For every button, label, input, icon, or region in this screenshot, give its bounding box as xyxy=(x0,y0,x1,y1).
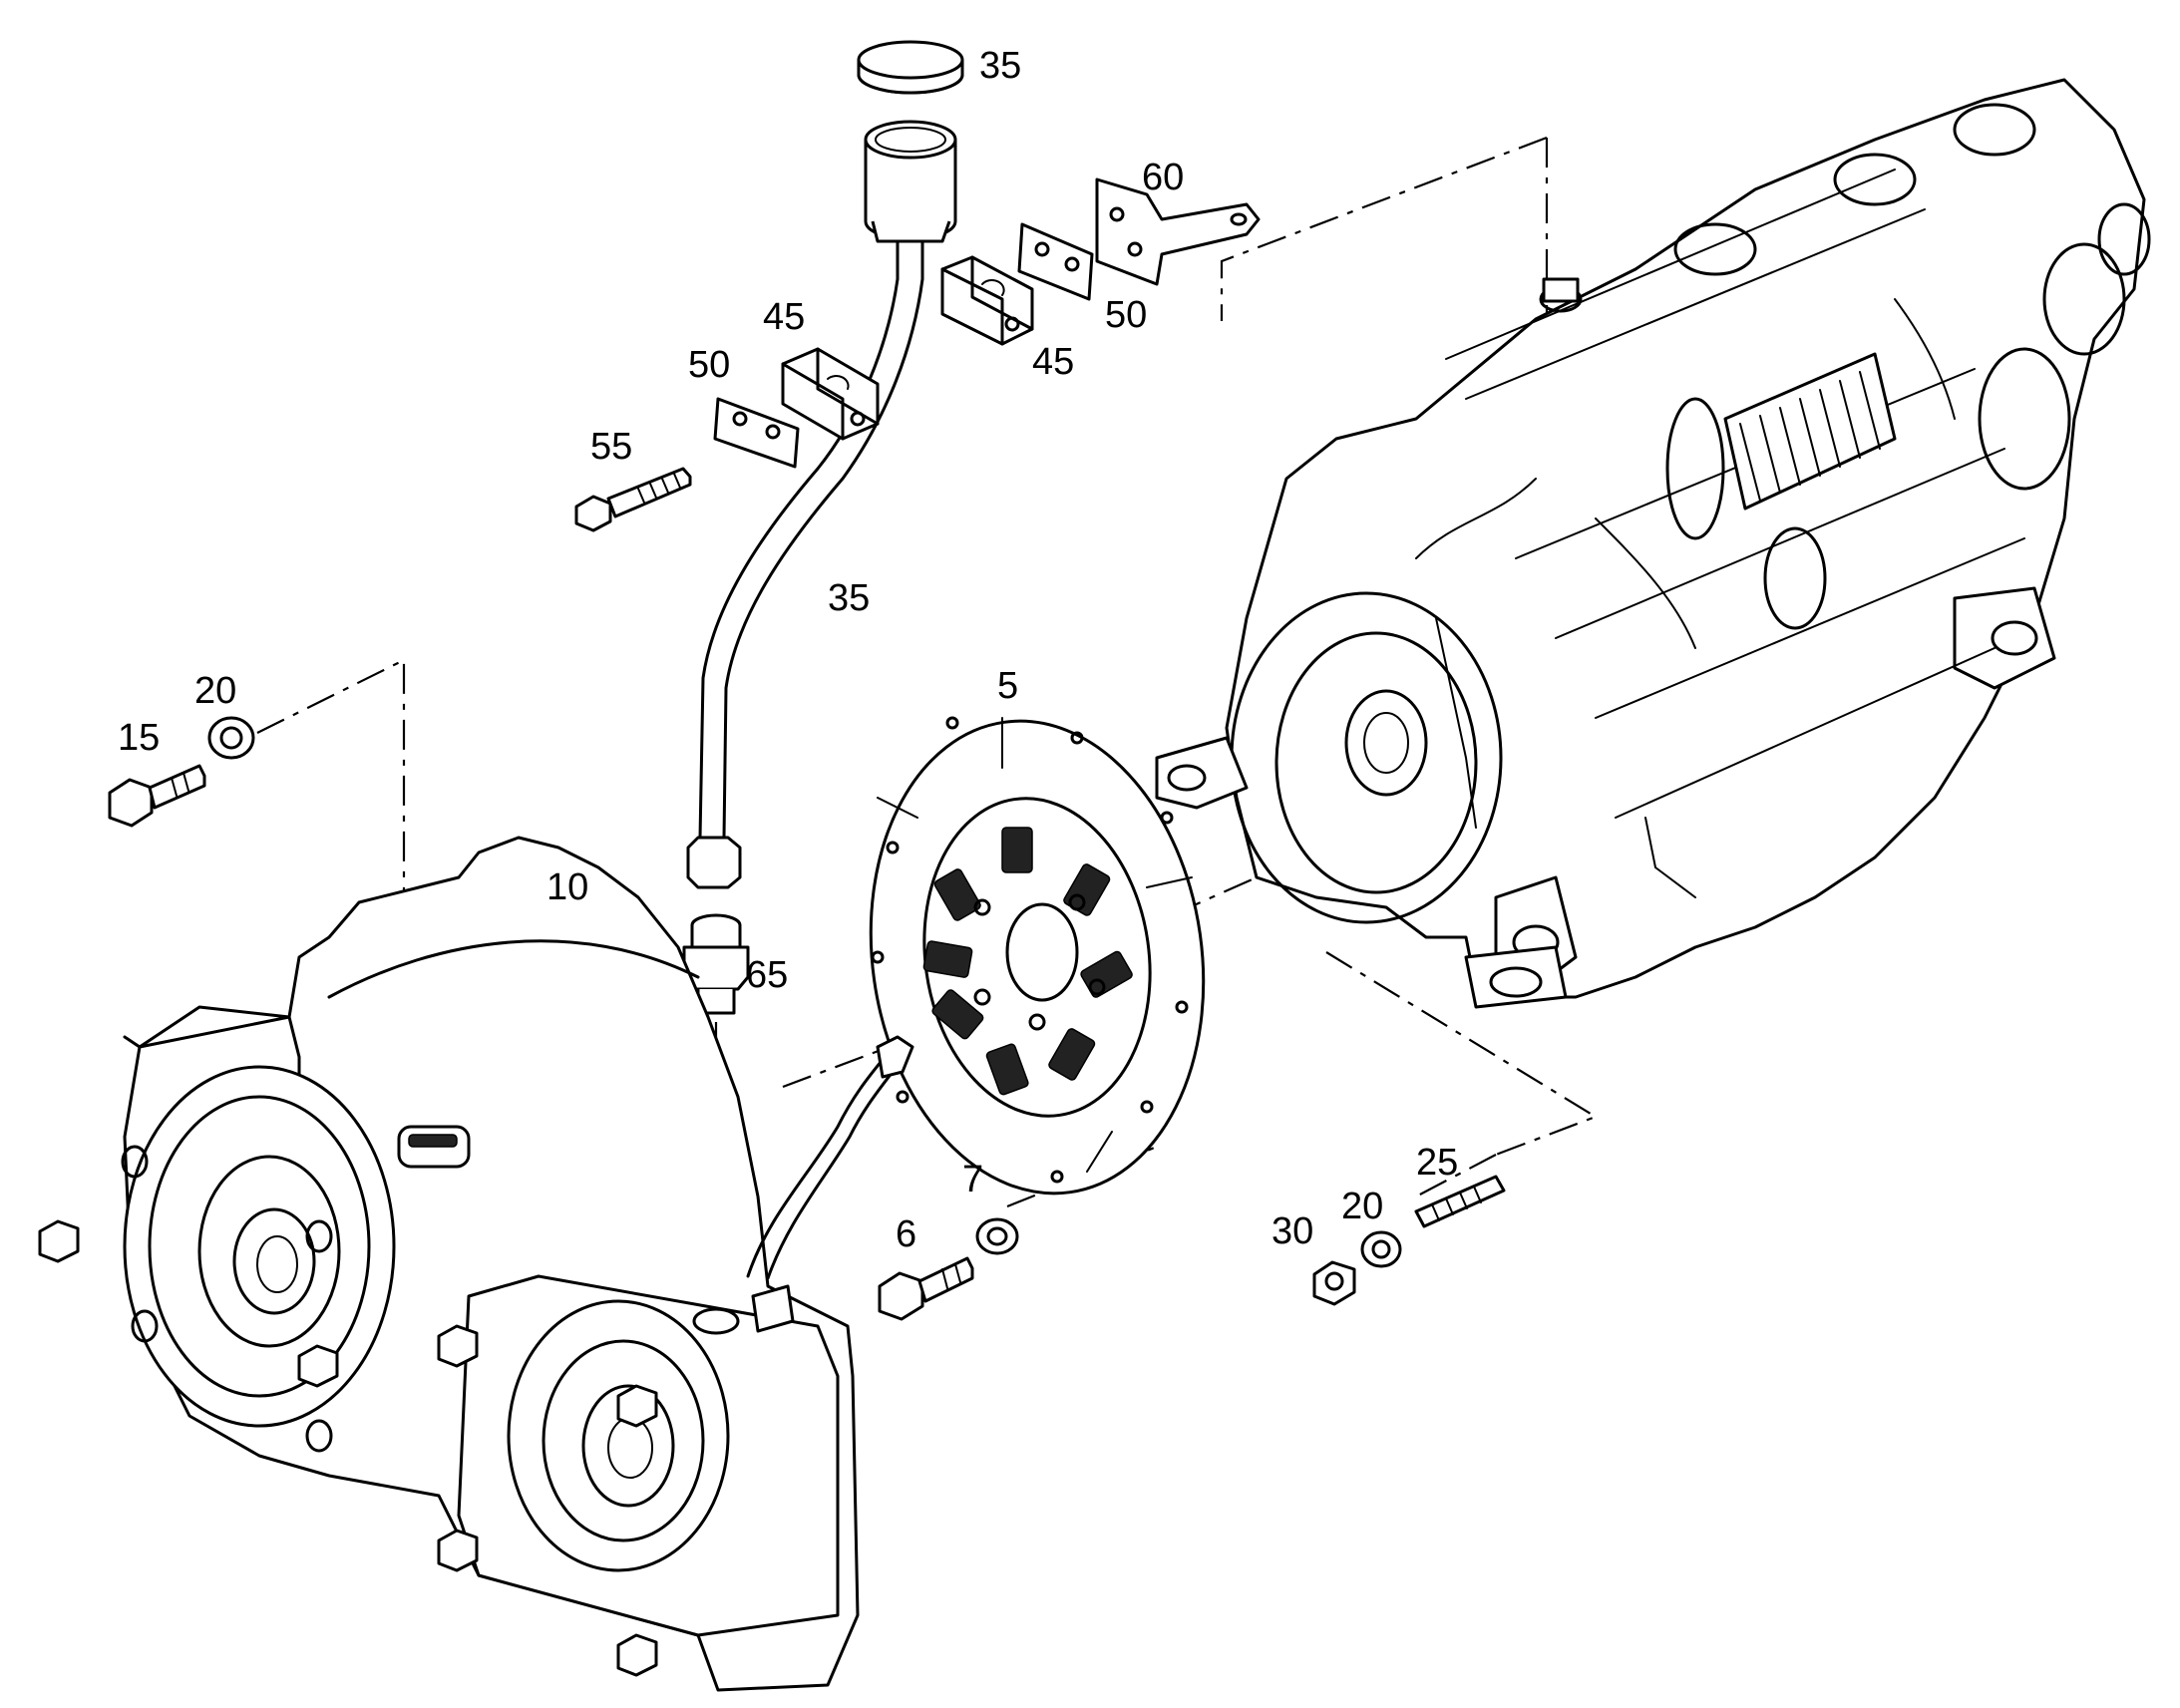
callout-spacer-upper: 50 xyxy=(1105,294,1147,336)
clamp-upper xyxy=(940,255,1034,346)
callout-bolt-housing: 15 xyxy=(118,717,160,759)
callout-spacer-lower: 50 xyxy=(688,344,730,386)
callout-washer-stud: 20 xyxy=(1341,1186,1383,1227)
callout-adapter: 65 xyxy=(746,954,788,996)
adapter-part xyxy=(682,913,750,1015)
cap-part xyxy=(857,40,964,95)
callout-bolt-damper: 6 xyxy=(896,1213,916,1255)
washer-stud xyxy=(1360,1230,1402,1268)
washer-housing xyxy=(207,716,255,760)
spacer-lower xyxy=(713,397,800,469)
callout-clamp-lower: 45 xyxy=(763,296,805,338)
callout-labels: 35 60 50 45 45 50 55 35 5 20 15 10 65 7 … xyxy=(118,45,1458,1255)
transmission-housing xyxy=(38,836,914,1692)
callout-clamp-upper: 45 xyxy=(1032,341,1074,383)
nut-stud xyxy=(1312,1260,1356,1306)
bolt-clamp xyxy=(574,467,692,532)
callout-housing: 10 xyxy=(546,866,588,908)
engine-block xyxy=(1155,78,2151,1009)
clamp-lower xyxy=(781,347,880,441)
bolt-housing xyxy=(108,764,206,828)
fill-pipe xyxy=(686,120,957,889)
callout-bracket: 60 xyxy=(1142,157,1184,198)
callout-cap: 35 xyxy=(979,45,1021,87)
damper-disc xyxy=(869,716,1206,1196)
callout-fill-pipe: 35 xyxy=(828,577,870,619)
stud-part xyxy=(1414,1175,1506,1228)
bracket-part xyxy=(1095,177,1261,286)
callout-damper: 5 xyxy=(997,665,1018,707)
callout-stud: 25 xyxy=(1416,1142,1458,1184)
spacer-upper xyxy=(1017,222,1094,301)
callout-nut-stud: 30 xyxy=(1272,1210,1313,1252)
callout-washer-housing: 20 xyxy=(194,670,236,712)
callout-washer-damper: 7 xyxy=(962,1159,983,1200)
callout-bolt-clamp: 55 xyxy=(590,426,632,468)
washer-damper xyxy=(975,1217,1019,1255)
bolt-damper xyxy=(878,1256,974,1321)
